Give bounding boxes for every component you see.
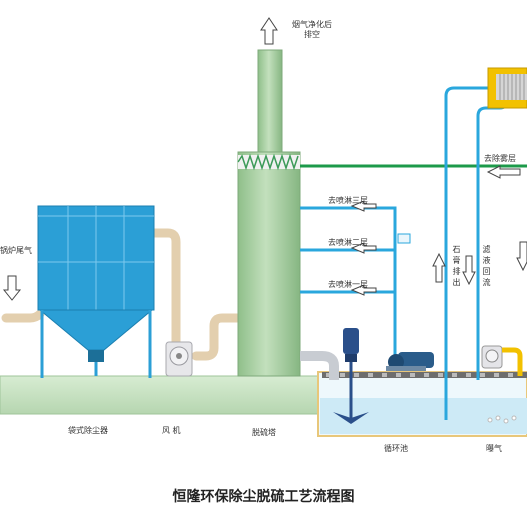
bag-filter (37, 205, 155, 378)
aeration-blower (481, 345, 523, 376)
flue-gas-pipes (1, 228, 245, 361)
filter-press-icon (487, 67, 527, 109)
bag-filter-label: 袋式除尘器 (68, 426, 108, 435)
down-arrow-icon (2, 275, 22, 301)
desulfurization-tower (237, 49, 301, 377)
gypsum-out-label: 石膏排出 (452, 245, 461, 287)
fan-label: 风 机 (162, 426, 181, 435)
gauge-icon (397, 233, 411, 244)
pool-water (320, 398, 527, 434)
to-demister-label: 去除雾层 (484, 154, 516, 163)
spray-pipes (300, 206, 397, 362)
agitator-icon (333, 328, 369, 424)
exhaust-label: 烟气净化后 排空 (292, 20, 332, 39)
aeration-label: 曝气 (486, 444, 502, 453)
up-arrow-icon (260, 17, 278, 45)
aeration-bubbles (487, 415, 517, 424)
slurry-return-label: 滤液回流 (482, 245, 491, 287)
diagram-title: 恒隆环保除尘脱硫工艺流程图 (172, 489, 355, 505)
left-arrow-icon (486, 165, 521, 179)
circulation-pool-label: 循环池 (384, 444, 408, 453)
ground-platform (0, 375, 323, 415)
spray-3-label: 去喷淋三层 (328, 196, 368, 205)
left-arrow-icon (350, 242, 377, 254)
fan-icon (165, 341, 193, 377)
pump-icon (386, 352, 434, 371)
left-arrow-icon (350, 284, 377, 296)
left-arrow-icon (350, 200, 377, 212)
pool-rim-pattern (322, 372, 527, 378)
spray-1-label: 去喷淋一层 (328, 280, 368, 289)
tower-outlet-pipe (300, 351, 339, 380)
desulf-tower-label: 脱硫塔 (252, 428, 276, 437)
spray-2-label: 去喷淋二层 (328, 238, 368, 247)
boiler-gas-label: 锅炉尾气 (0, 246, 32, 255)
down-arrow-icon (462, 255, 476, 286)
flow-arrows (2, 17, 527, 301)
down-arrow-icon (516, 241, 527, 272)
up-arrow-icon (432, 252, 446, 283)
tower-demister-band (237, 153, 300, 171)
